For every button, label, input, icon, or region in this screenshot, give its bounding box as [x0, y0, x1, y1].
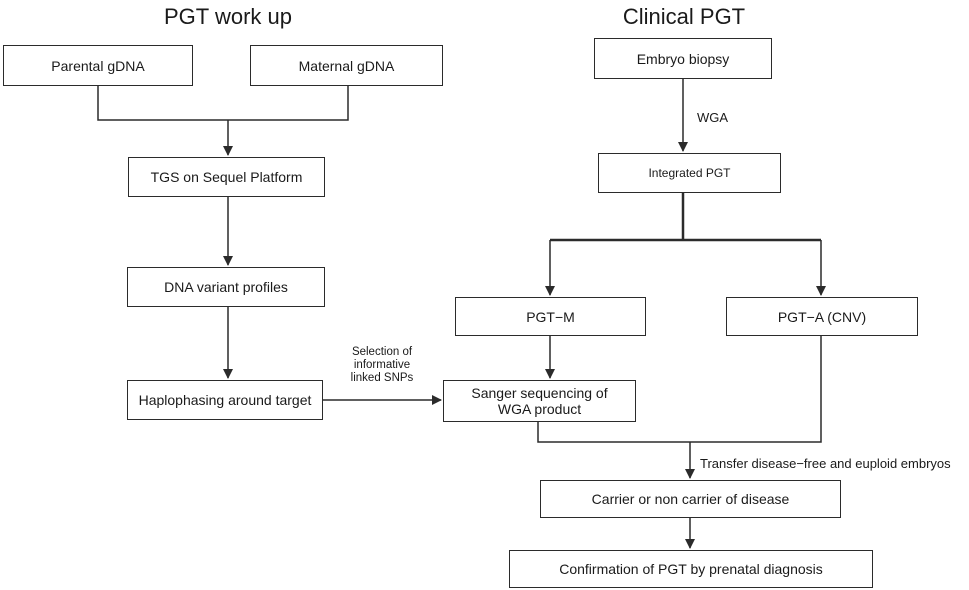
haplophasing-box: Haplophasing around target: [127, 380, 323, 420]
carrier-box: Carrier or non carrier of disease: [540, 480, 841, 518]
tgs-box: TGS on Sequel Platform: [128, 157, 325, 197]
integrated-pgt-box: Integrated PGT: [598, 153, 781, 193]
variant-profiles-box: DNA variant profiles: [127, 267, 325, 307]
paternal-gdna-box: Parental gDNA: [3, 45, 193, 86]
pgt-a-box: PGT−A (CNV): [726, 297, 918, 336]
snp-selection-line3: linked SNPs: [350, 372, 414, 384]
clinical-title: Clinical PGT: [622, 4, 746, 29]
split-connector: [550, 193, 821, 242]
maternal-gdna-box: Maternal gDNA: [250, 45, 443, 86]
confirmation-box: Confirmation of PGT by prenatal diagnosi…: [509, 550, 873, 588]
snp-selection-line1: Selection of: [351, 346, 413, 358]
sanger-box: Sanger sequencing of WGA product: [443, 380, 636, 422]
pgt-m-box: PGT−M: [455, 297, 646, 336]
transfer-label: Transfer disease−free and euploid embryo…: [700, 456, 951, 471]
embryo-biopsy-box: Embryo biopsy: [594, 38, 772, 79]
snp-selection-label: Selection of informative linked SNPs: [336, 346, 428, 385]
snp-selection-line2: informative: [353, 359, 411, 371]
wga-label: WGA: [697, 110, 729, 125]
join-connector: [537, 336, 822, 443]
merge-connector: [97, 86, 349, 121]
workup-title: PGT work up: [164, 4, 292, 29]
